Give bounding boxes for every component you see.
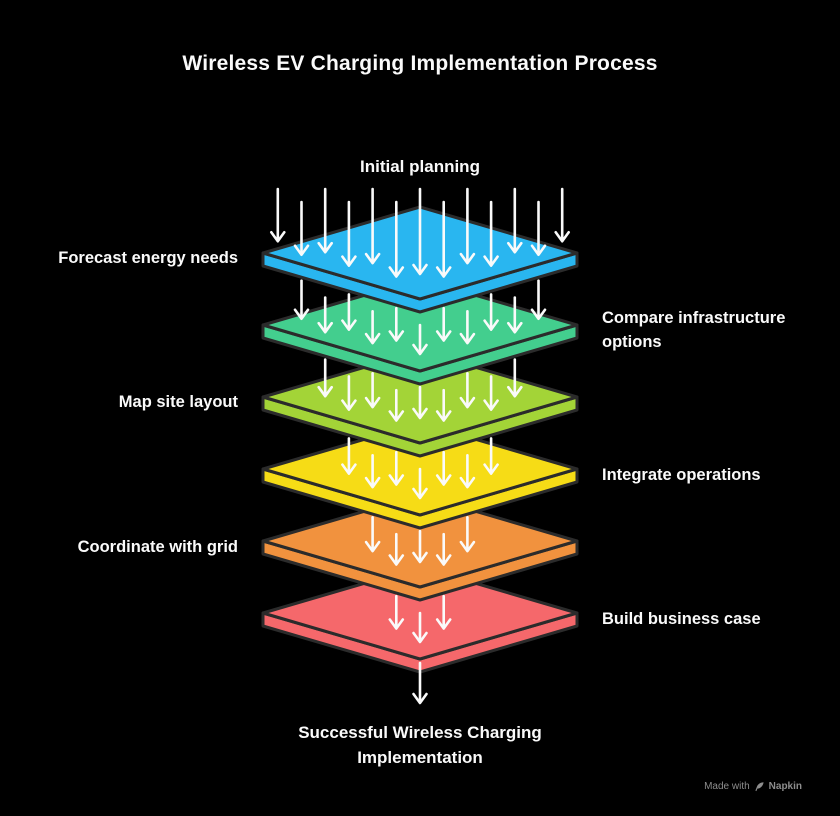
made-with-napkin-link[interactable]: Made with Napkin xyxy=(704,781,802,792)
feather-icon xyxy=(754,781,765,792)
layer-label-coordinate-with-grid: Coordinate with grid xyxy=(77,538,238,556)
layer-label-compare-infrastructure-options: Compare infrastructure options xyxy=(602,309,786,351)
layer-label-integrate-operations: Integrate operations xyxy=(602,466,761,484)
flow-output-line-1: Successful Wireless Charging xyxy=(298,723,542,742)
watermark-prefix: Made with xyxy=(704,781,750,792)
flow-output-line-2: Implementation xyxy=(357,748,483,767)
layer-label-build-business-case: Build business case xyxy=(602,610,761,628)
flow-output-label: Successful Wireless Charging Implementat… xyxy=(0,720,840,770)
page-title: Wireless EV Charging Implementation Proc… xyxy=(182,52,658,75)
layer-label-map-site-layout: Map site layout xyxy=(118,393,238,411)
layer-label-forecast-energy-needs: Forecast energy needs xyxy=(58,249,238,267)
flow-input-label: Initial planning xyxy=(360,157,480,176)
watermark-brand: Napkin xyxy=(768,781,802,792)
